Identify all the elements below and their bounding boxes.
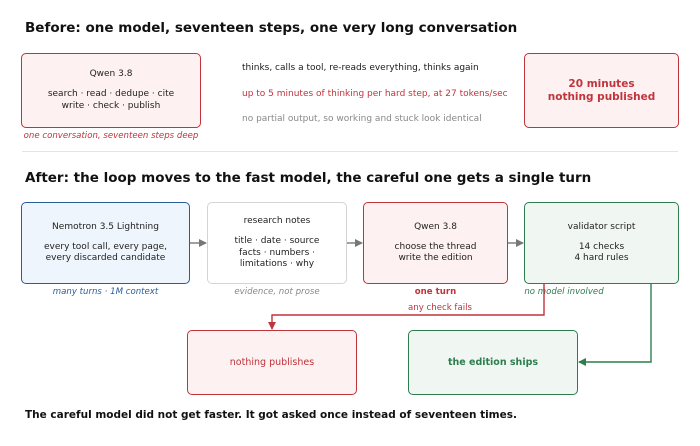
research-notes-line3: limitations · why (239, 258, 315, 269)
fast-model-line2: every discarded candidate (45, 253, 166, 264)
ship-box-label: the edition ships (447, 356, 539, 368)
validator-box: validator script 14 checks 4 hard rules (524, 202, 679, 284)
research-notes-title: research notes (243, 216, 311, 226)
validator-caption: no model involved (524, 287, 604, 297)
before-heading: Before: one model, seventeen steps, one … (25, 20, 518, 36)
research-notes-caption: evidence, not prose (234, 287, 320, 297)
research-notes-box: research notes title · date · source fac… (207, 202, 347, 284)
section-divider (22, 151, 678, 152)
fail-box: nothing publishes (187, 330, 357, 395)
validator-title: validator script (567, 221, 636, 232)
careful-model-line1: choose the thread (394, 241, 477, 252)
before-model-title: Qwen 3.8 (89, 69, 133, 80)
fast-model-caption: many turns · 1M context (52, 287, 159, 297)
fast-model-box: Nemotron 3.5 Lightning every tool call, … (21, 202, 190, 284)
before-model-caption: one conversation, seventeen steps deep (23, 131, 199, 141)
arrow-validator-to-ship (578, 284, 652, 366)
validator-line2: 4 hard rules (574, 253, 629, 264)
before-note-1: thinks, calls a tool, re-reads everythin… (242, 63, 479, 73)
footer-text: The careful model did not get faster. It… (25, 409, 517, 421)
fail-label: any check fails (408, 303, 472, 313)
research-notes-line1: title · date · source (234, 236, 320, 247)
before-note-3: no partial output, so working and stuck … (242, 114, 482, 124)
before-model-line1: search · read · dedupe · cite (47, 89, 175, 100)
before-model-line2: write · check · publish (61, 100, 161, 111)
before-result-box: 20 minutes nothing published (524, 53, 679, 128)
ship-box: the edition ships (408, 330, 578, 395)
careful-model-box: Qwen 3.8 choose the thread write the edi… (363, 202, 508, 284)
fail-box-label: nothing publishes (229, 356, 315, 368)
before-result-line1: 20 minutes (568, 77, 635, 90)
careful-model-line2: write the edition (398, 253, 473, 264)
before-result-line2: nothing published (547, 90, 656, 103)
validator-line1: 14 checks (578, 241, 625, 252)
before-note-2: up to 5 minutes of thinking per hard ste… (242, 89, 508, 99)
arrow-validator-to-fail (268, 284, 545, 330)
careful-model-title: Qwen 3.8 (414, 221, 457, 232)
fast-model-title: Nemotron 3.5 Lightning (52, 221, 159, 232)
research-notes-line2: facts · numbers · (239, 247, 315, 258)
before-model-box: Qwen 3.8 search · read · dedupe · cite w… (21, 53, 201, 128)
after-heading: After: the loop moves to the fast model,… (25, 170, 592, 186)
fast-model-line1: every tool call, every page, (43, 241, 167, 252)
careful-model-caption: one turn (414, 287, 457, 297)
